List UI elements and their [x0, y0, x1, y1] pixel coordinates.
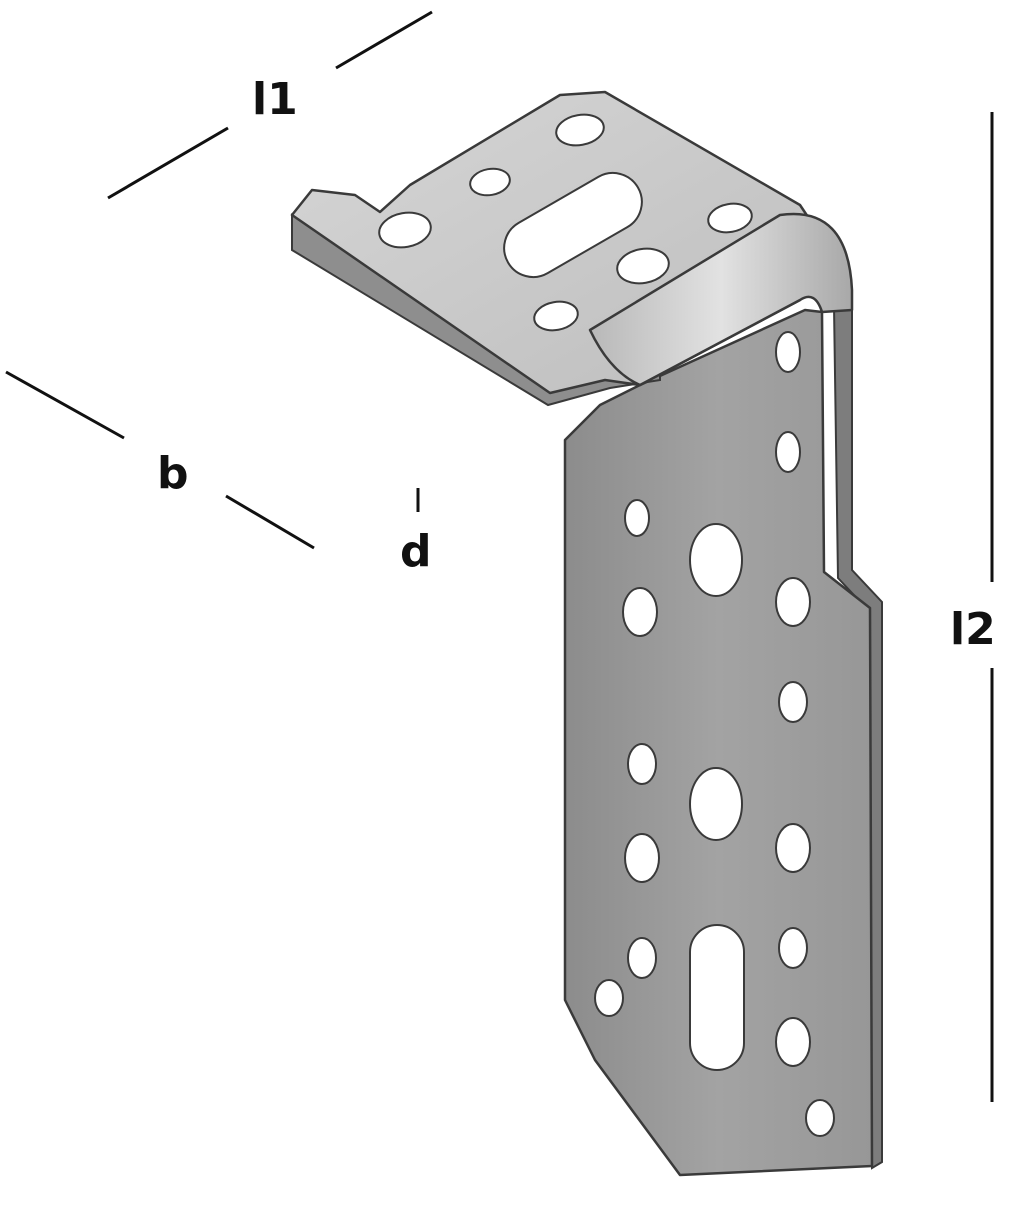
hole-icon — [469, 167, 511, 197]
hole-icon — [689, 767, 743, 841]
hole-icon — [616, 247, 670, 285]
hole-icon — [775, 1017, 811, 1067]
hole-icon — [624, 833, 660, 883]
b-dimension-label: b — [157, 448, 189, 499]
slot-hole-icon — [503, 172, 643, 278]
horizontal-leg — [290, 90, 854, 407]
hole-icon — [775, 823, 811, 873]
bend-radius — [588, 212, 854, 387]
d-dimension-label: d — [400, 526, 432, 577]
hole-icon — [555, 113, 605, 147]
hole-icon — [627, 743, 657, 785]
hole-icon — [533, 300, 579, 332]
hole-icon — [775, 331, 801, 373]
vertical-leg — [563, 296, 883, 1177]
slot-hole-icon — [689, 924, 745, 1071]
l1-dimension-label: l1 — [252, 74, 298, 125]
hole-icon — [778, 927, 808, 969]
l1-dimension-line-right — [335, 10, 433, 70]
b-dimension-line-lower — [225, 494, 315, 550]
l1-dimension-line-left — [107, 126, 229, 200]
hole-icon — [594, 979, 624, 1017]
vertical-leg-holes — [594, 331, 835, 1137]
b-dimension-line-upper — [5, 370, 125, 440]
hole-icon — [627, 937, 657, 979]
hole-icon — [622, 587, 658, 637]
hole-icon — [707, 202, 753, 234]
hole-icon — [378, 211, 432, 249]
hole-icon — [775, 431, 801, 473]
hole-icon — [805, 1099, 835, 1137]
hole-icon — [778, 681, 808, 723]
hole-icon — [689, 523, 743, 597]
hole-icon — [775, 577, 811, 627]
l2-dimension-label: l2 — [950, 604, 996, 655]
dimension-lines — [5, 10, 994, 1102]
hole-icon — [624, 499, 650, 537]
horizontal-leg-holes — [378, 113, 753, 332]
